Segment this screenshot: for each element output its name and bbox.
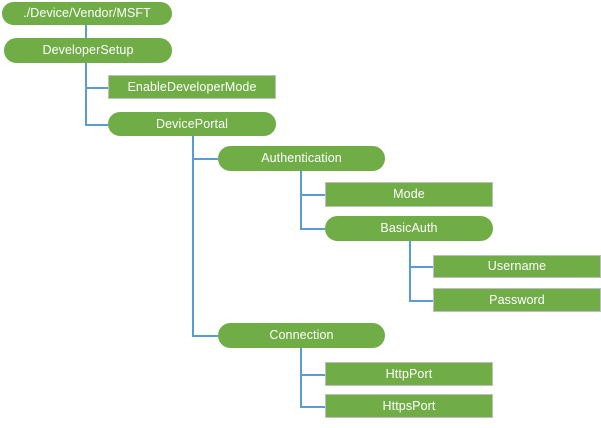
authentication-to-basicauth-horiz	[300, 228, 325, 230]
tree-node-connection[interactable]: Connection	[218, 323, 385, 348]
developersetup-trunk-vertical	[85, 63, 87, 124]
deviceportal-to-auth-horiz	[192, 158, 218, 160]
connection-trunk-vertical	[300, 348, 302, 407]
root-to-developersetup-vertical	[85, 25, 87, 39]
developersetup-to-devportal-horiz	[85, 124, 108, 126]
basicauth-to-password-horiz	[409, 300, 433, 302]
tree-node-devsetup[interactable]: DeveloperSetup	[4, 38, 172, 63]
deviceportal-trunk-vertical	[192, 136, 194, 336]
tree-node-root[interactable]: ./Device/Vendor/MSFT	[2, 2, 172, 25]
basicauth-trunk-vertical	[409, 241, 411, 301]
tree-node-httpport[interactable]: HttpPort	[325, 362, 493, 386]
connection-to-httpport-horiz	[300, 374, 325, 376]
tree-node-httpsport[interactable]: HttpsPort	[325, 394, 493, 418]
tree-node-enabledev[interactable]: EnableDeveloperMode	[108, 75, 276, 99]
connection-to-httpsport-horiz	[300, 406, 325, 408]
tree-node-password[interactable]: Password	[433, 288, 601, 312]
authentication-to-mode-horiz	[300, 194, 325, 196]
developersetup-to-enabledev-horiz	[85, 87, 108, 89]
tree-node-devportal[interactable]: DevicePortal	[108, 112, 276, 136]
deviceportal-to-connection-horiz	[192, 335, 218, 337]
tree-node-auth[interactable]: Authentication	[218, 146, 385, 171]
tree-node-username[interactable]: Username	[433, 255, 601, 278]
basicauth-to-username-horiz	[409, 266, 433, 268]
tree-node-mode[interactable]: Mode	[325, 182, 493, 207]
authentication-trunk-vertical	[300, 171, 302, 229]
tree-node-basicauth[interactable]: BasicAuth	[325, 216, 493, 241]
